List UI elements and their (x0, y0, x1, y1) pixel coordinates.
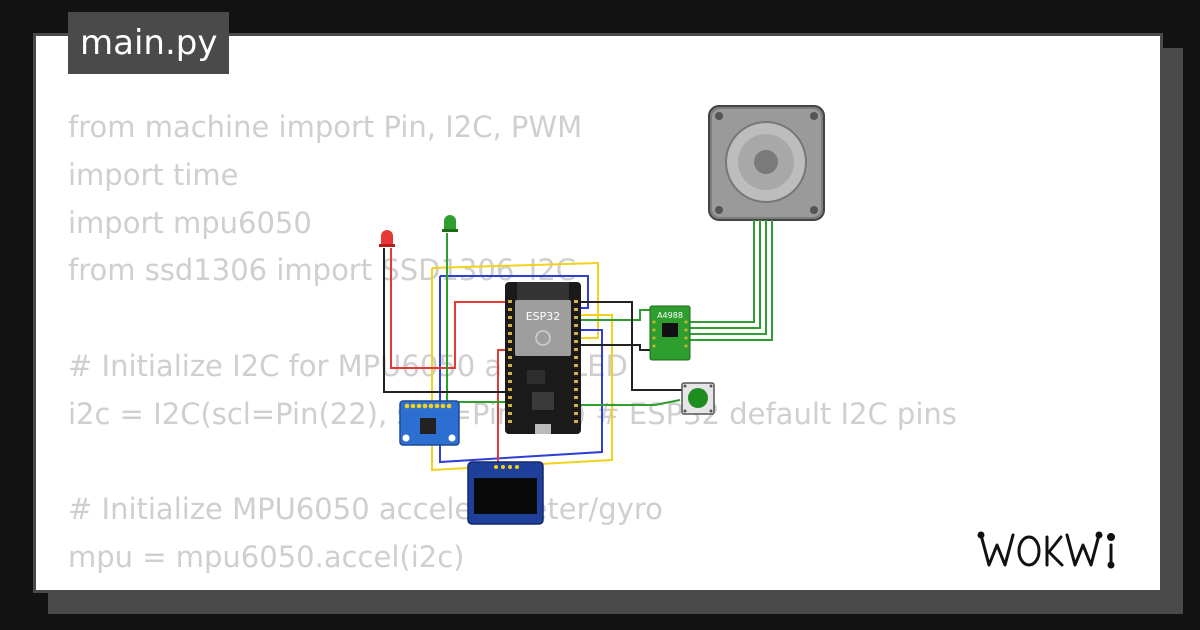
mpu6050-module[interactable] (399, 400, 460, 446)
esp32-label: ESP32 (526, 310, 561, 323)
code-preview: from machine import Pin, I2C, PWM import … (68, 104, 957, 582)
file-tab-label: main.py (80, 23, 218, 63)
code-line: from ssd1306 import SSD1306_I2C (68, 253, 577, 288)
code-line: import time (68, 157, 239, 192)
push-button[interactable] (681, 382, 715, 415)
stepper-motor[interactable] (708, 105, 825, 221)
a4988-driver[interactable]: A4988 (649, 305, 691, 361)
wokwi-logo (977, 531, 1115, 569)
a4988-label: A4988 (657, 311, 683, 320)
code-line: from machine import Pin, I2C, PWM (68, 110, 583, 144)
oled-display[interactable] (467, 461, 544, 525)
code-line: import mpu6050 (68, 205, 312, 240)
red-led[interactable] (379, 230, 395, 247)
file-tab[interactable]: main.py (68, 12, 230, 74)
green-led[interactable] (442, 215, 458, 232)
code-line: mpu = mpu6050.accel(i2c) (68, 540, 465, 575)
motor-wires (690, 220, 773, 341)
esp32-board[interactable]: ESP32 (505, 282, 581, 434)
